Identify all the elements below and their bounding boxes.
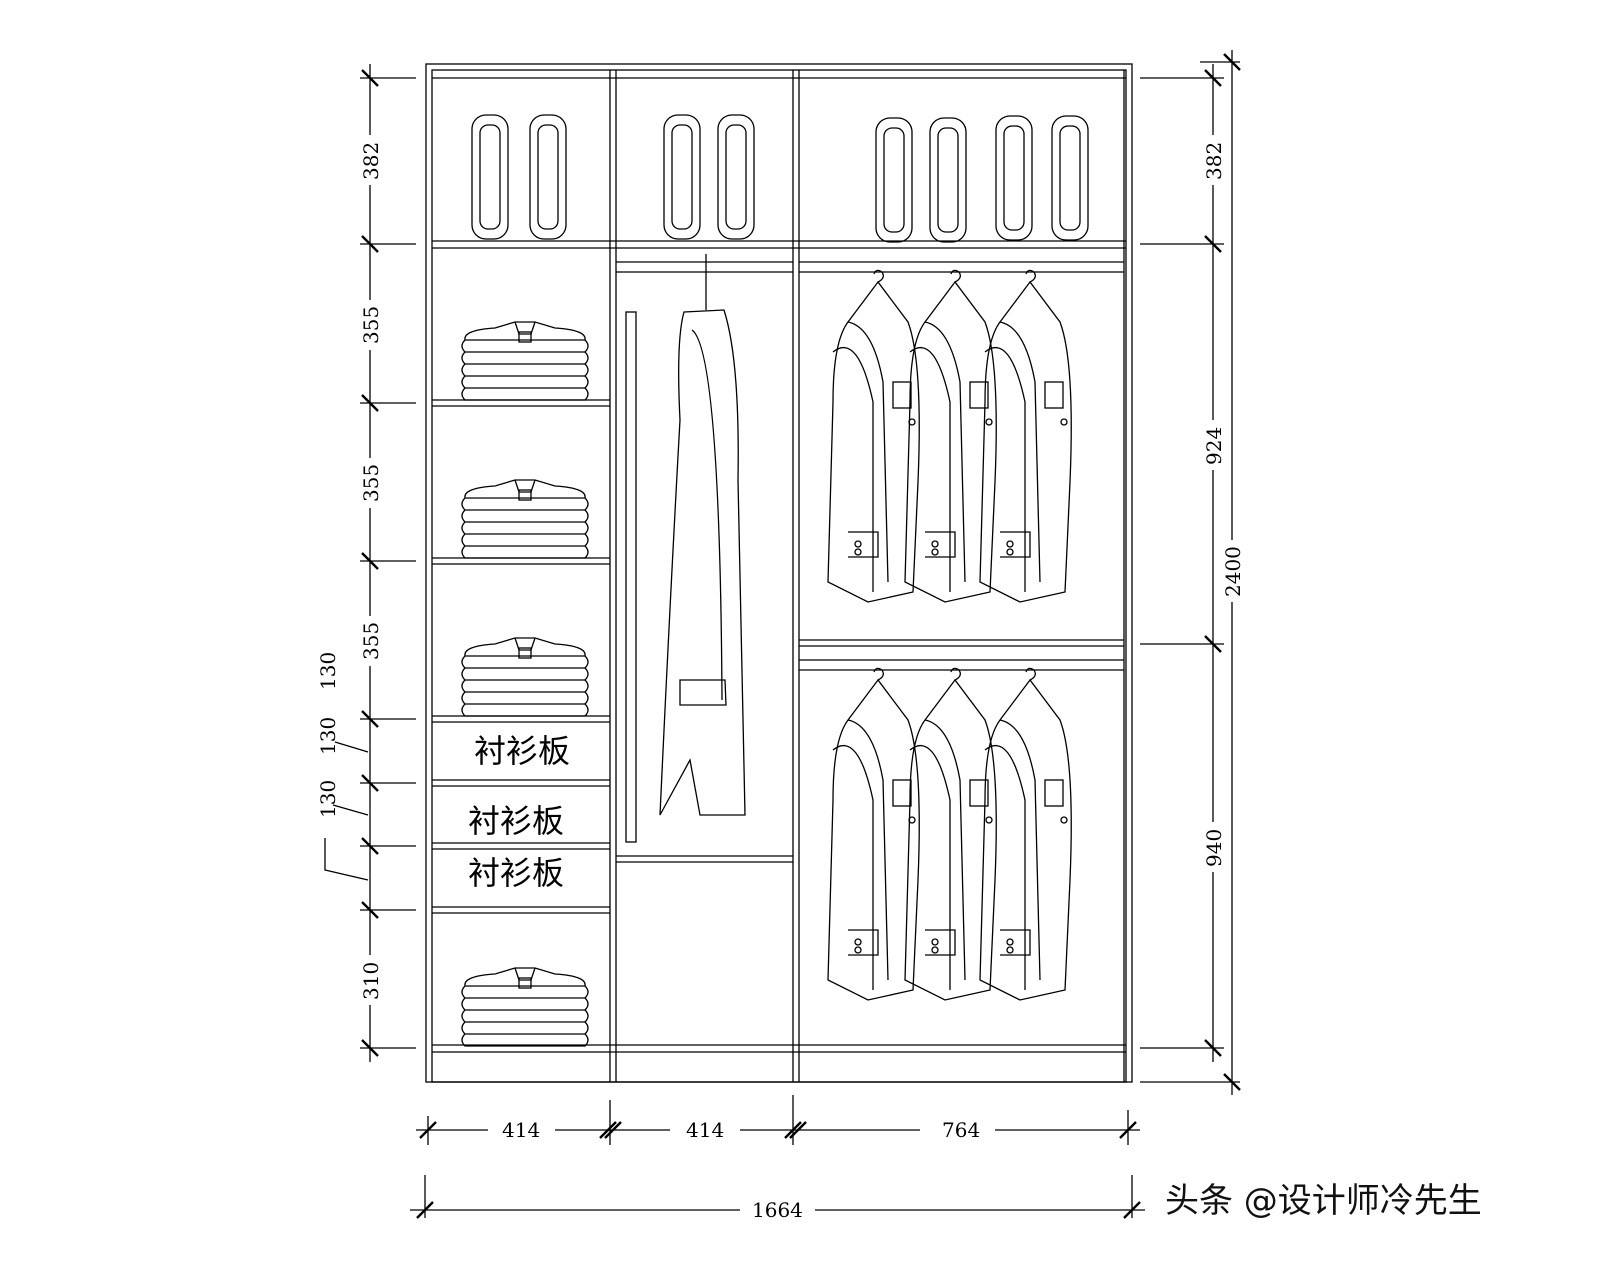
shirt-board-label: 衬衫板 xyxy=(474,732,570,770)
bottom-dimension-line xyxy=(410,1095,1145,1219)
storage-box-icon xyxy=(529,114,567,240)
shirt-board-label: 衬衫板 xyxy=(468,802,564,840)
storage-box-icon xyxy=(875,117,913,243)
storage-box-icon xyxy=(1051,115,1089,241)
dimension-label: 355 xyxy=(359,622,383,660)
dimension-label: 382 xyxy=(359,142,383,180)
dimension-label: 764 xyxy=(942,1118,980,1142)
folded-shirts-icon xyxy=(461,637,589,717)
hanging-jacket-icon xyxy=(979,667,1072,1001)
dimension-label: 310 xyxy=(359,962,383,1000)
hanging-trousers-icon xyxy=(659,254,746,816)
dimension-label: 130 xyxy=(316,652,340,690)
dimension-label: 414 xyxy=(502,1118,540,1142)
overall-width-label: 1664 xyxy=(752,1198,803,1222)
storage-box-icon xyxy=(995,115,1033,241)
cabinet-frame xyxy=(425,63,1133,1083)
dimension-label: 414 xyxy=(686,1118,724,1142)
folded-shirts-icon xyxy=(461,967,589,1047)
overall-height-label: 2400 xyxy=(1221,546,1245,597)
folded-shirts-icon xyxy=(461,479,589,559)
dimension-label: 382 xyxy=(1202,142,1226,180)
hanging-jacket-icon xyxy=(979,269,1072,603)
folded-shirts-icon xyxy=(461,321,589,401)
dimension-label: 924 xyxy=(1202,427,1226,465)
watermark: 头条 @设计师冷先生 xyxy=(1165,1181,1482,1221)
dimension-label: 130 xyxy=(316,780,340,818)
dimension-label: 355 xyxy=(359,306,383,344)
dimension-label: 130 xyxy=(316,717,340,755)
left-dimension-line xyxy=(324,64,416,1062)
dimension-label: 940 xyxy=(1202,829,1226,867)
shirt-board-label: 衬衫板 xyxy=(468,854,564,892)
storage-box-icon xyxy=(471,114,509,240)
storage-box-icon xyxy=(663,114,701,240)
storage-box-icon xyxy=(929,117,967,243)
storage-boxes xyxy=(471,114,1089,243)
storage-box-icon xyxy=(717,114,755,240)
dimension-label: 355 xyxy=(359,464,383,502)
